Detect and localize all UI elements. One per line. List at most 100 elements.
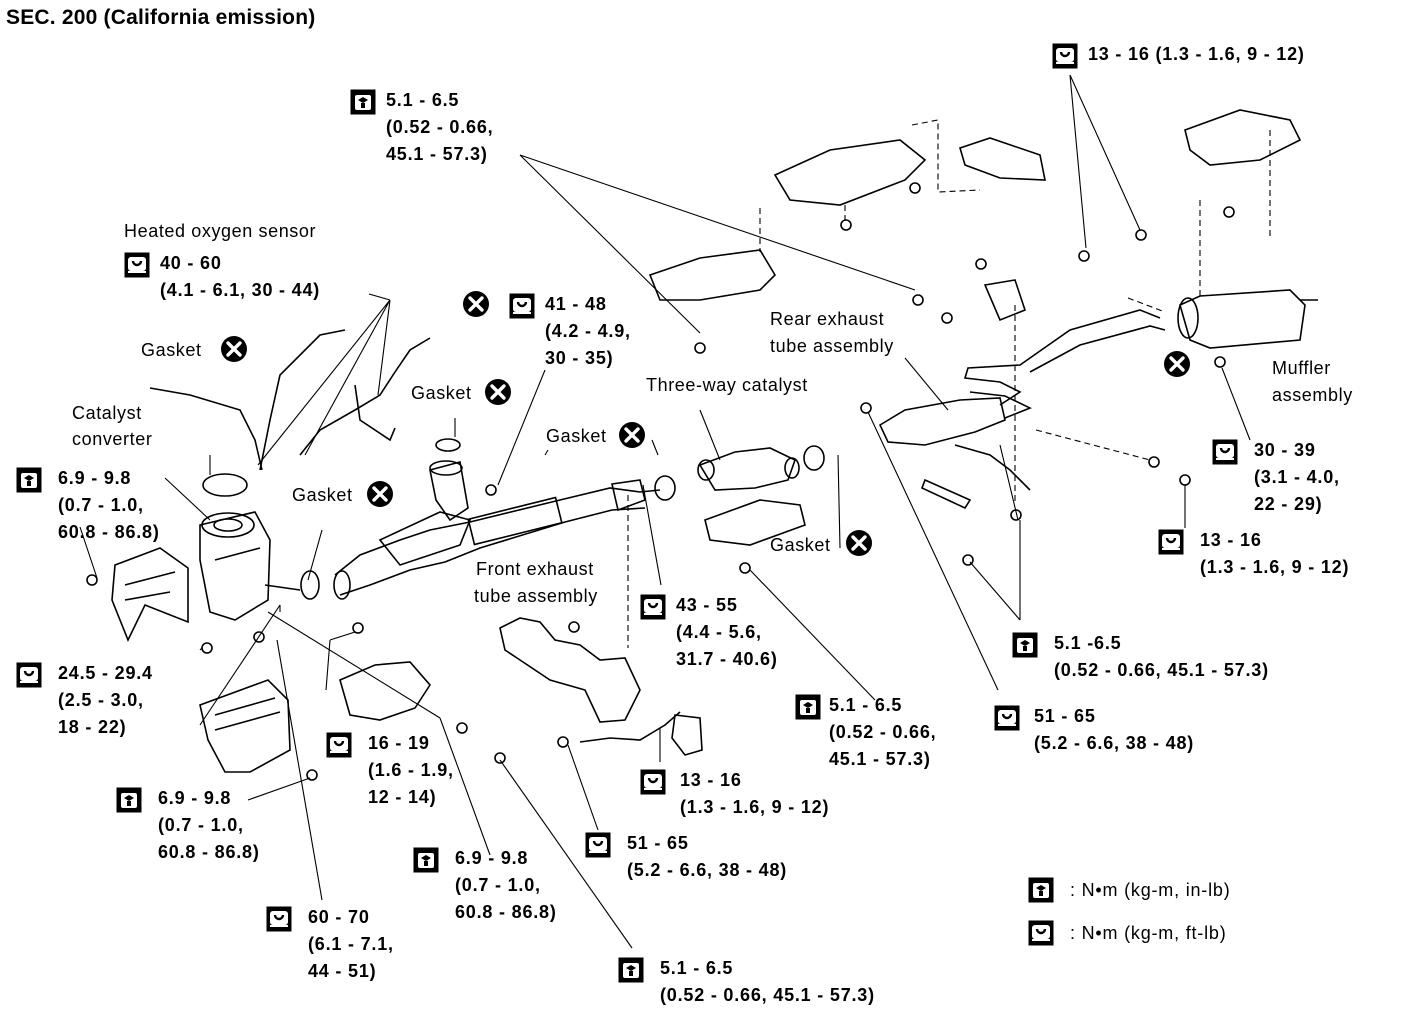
torque-value: (3.1 - 4.0, [1254, 467, 1340, 487]
torque-ft-lb-icon [1028, 920, 1054, 946]
torque-value: 40 - 60 [160, 253, 222, 273]
torque-ft-lb-icon [266, 906, 292, 932]
do-not-reuse-x-icon [485, 379, 511, 405]
torque-ft-lb-icon [1052, 43, 1078, 69]
torque-ft-lb-icon [994, 705, 1020, 731]
legend-text: : N•m (kg-m, in-lb) [1070, 880, 1231, 900]
torque-value: 13 - 16 [1200, 530, 1262, 550]
hanger-rubber [671, 714, 703, 756]
torque-value: 41 - 48 [545, 294, 607, 314]
torque-value: 6.9 - 9.8 [455, 848, 529, 868]
torque-value: (0.52 - 0.66, [386, 117, 494, 137]
section-title: SEC. 200 (California emission) [6, 6, 316, 29]
label-gasket-4: Gasket [546, 426, 607, 446]
label-muffler-assembly: assembly [1272, 385, 1353, 405]
torque-value: 5.1 -6.5 [1054, 633, 1122, 653]
torque-value: 51 - 65 [1034, 706, 1096, 726]
rear-exhaust-tube-part [878, 309, 1166, 491]
torque-value: 31.7 - 40.6) [676, 649, 778, 669]
label-gasket-3: Gasket [292, 485, 353, 505]
torque-value: (1.3 - 1.6, 9 - 12) [680, 797, 830, 817]
do-not-reuse-x-icon [367, 481, 393, 507]
torque-value: (1.3 - 1.6, 9 - 12) [1200, 557, 1350, 577]
torque-value: (1.6 - 1.9, [368, 760, 454, 780]
torque-value: (6.1 - 7.1, [308, 934, 394, 954]
torque-value: (0.7 - 1.0, [455, 875, 541, 895]
label-catalyst: Catalyst [72, 403, 142, 423]
torque-in-lb-icon [618, 957, 644, 983]
torque-value: 13 - 16 (1.3 - 1.6, 9 - 12) [1088, 44, 1305, 64]
do-not-reuse-x-icon [463, 291, 489, 317]
tube-bracket [499, 617, 641, 723]
torque-value: 13 - 16 [680, 770, 742, 790]
torque-value: (0.52 - 0.66, 45.1 - 57.3) [1054, 660, 1269, 680]
torque-value: 43 - 55 [676, 595, 738, 615]
catalyst-heat-shield [111, 547, 189, 642]
label-rear-tube-assembly: tube assembly [770, 336, 894, 356]
torque-value: 12 - 14) [368, 787, 437, 807]
torque-ft-lb-icon [326, 732, 352, 758]
torque-in-lb-icon [116, 787, 142, 813]
torque-value: 60.8 - 86.8) [58, 522, 160, 542]
label-front-exhaust: Front exhaust [476, 559, 594, 579]
torque-ft-lb-icon [640, 769, 666, 795]
rear-heat-shield-small [959, 137, 1046, 181]
torque-ft-lb-icon [1158, 529, 1184, 555]
label-gasket-5: Gasket [770, 535, 831, 555]
front-floor-shield [339, 661, 432, 721]
torque-ft-lb-icon [585, 832, 611, 858]
torque-value: (0.7 - 1.0, [58, 495, 144, 515]
torque-value: 45.1 - 57.3) [386, 144, 488, 164]
catalyst-converter-part [199, 511, 301, 621]
torque-ft-lb-icon [509, 293, 535, 319]
torque-value: (2.5 - 3.0, [58, 690, 144, 710]
torque-value: 18 - 22) [58, 717, 127, 737]
oxygen-sensor-wires [149, 329, 681, 743]
torque-value: 5.1 - 6.5 [829, 695, 903, 715]
clamp-2 [920, 478, 972, 510]
torque-value: (0.7 - 1.0, [158, 815, 244, 835]
bolt-hardware [86, 182, 1235, 781]
gasket-ring-2 [300, 570, 320, 600]
torque-value: 6.9 - 9.8 [158, 788, 232, 808]
label-rear-exhaust: Rear exhaust [770, 309, 885, 329]
label-gasket-2: Gasket [411, 383, 472, 403]
torque-value: 24.5 - 29.4 [58, 663, 153, 683]
torque-ft-lb-icon [16, 662, 42, 688]
torque-value: 16 - 19 [368, 733, 430, 753]
do-not-reuse-x-icon [221, 336, 247, 362]
label-converter: converter [72, 429, 153, 449]
clamp-1 [983, 279, 1026, 322]
torque-value: 5.1 - 6.5 [660, 958, 734, 978]
label-muffler: Muffler [1272, 358, 1331, 378]
label-front-tube-assembly: tube assembly [474, 586, 598, 606]
torque-ft-lb-icon [124, 252, 150, 278]
do-not-reuse-x-icon [1164, 351, 1190, 377]
muffler-part [1177, 289, 1318, 349]
torque-value: (0.52 - 0.66, 45.1 - 57.3) [660, 985, 875, 1005]
torque-value: (4.4 - 5.6, [676, 622, 762, 642]
torque-value: (5.2 - 6.6, 38 - 48) [627, 860, 788, 880]
torque-value: 60 - 70 [308, 907, 370, 927]
torque-value: 5.1 - 6.5 [386, 90, 460, 110]
label-gasket-1: Gasket [141, 340, 202, 360]
torque-value: (0.52 - 0.66, [829, 722, 937, 742]
torque-value: 22 - 29) [1254, 494, 1323, 514]
torque-ft-lb-icon [640, 594, 666, 620]
torque-value: 60.8 - 86.8) [455, 902, 557, 922]
torque-in-lb-icon [1012, 632, 1038, 658]
gasket-ring-1 [202, 473, 248, 497]
front-exhaust-tube-part [333, 460, 661, 600]
torque-value: 30 - 39 [1254, 440, 1316, 460]
torque-value: (4.2 - 4.9, [545, 321, 631, 341]
torque-value: 30 - 35) [545, 348, 614, 368]
center-heat-shield-1 [648, 249, 777, 301]
label-heated-oxygen-sensor: Heated oxygen sensor [124, 221, 317, 241]
torque-in-lb-icon [413, 847, 439, 873]
leader-lines [79, 74, 1251, 949]
legend-text: : N•m (kg-m, ft-lb) [1070, 923, 1227, 943]
torque-in-lb-icon [795, 694, 821, 720]
do-not-reuse-x-icon [846, 530, 872, 556]
do-not-reuse-x-icon [619, 422, 645, 448]
